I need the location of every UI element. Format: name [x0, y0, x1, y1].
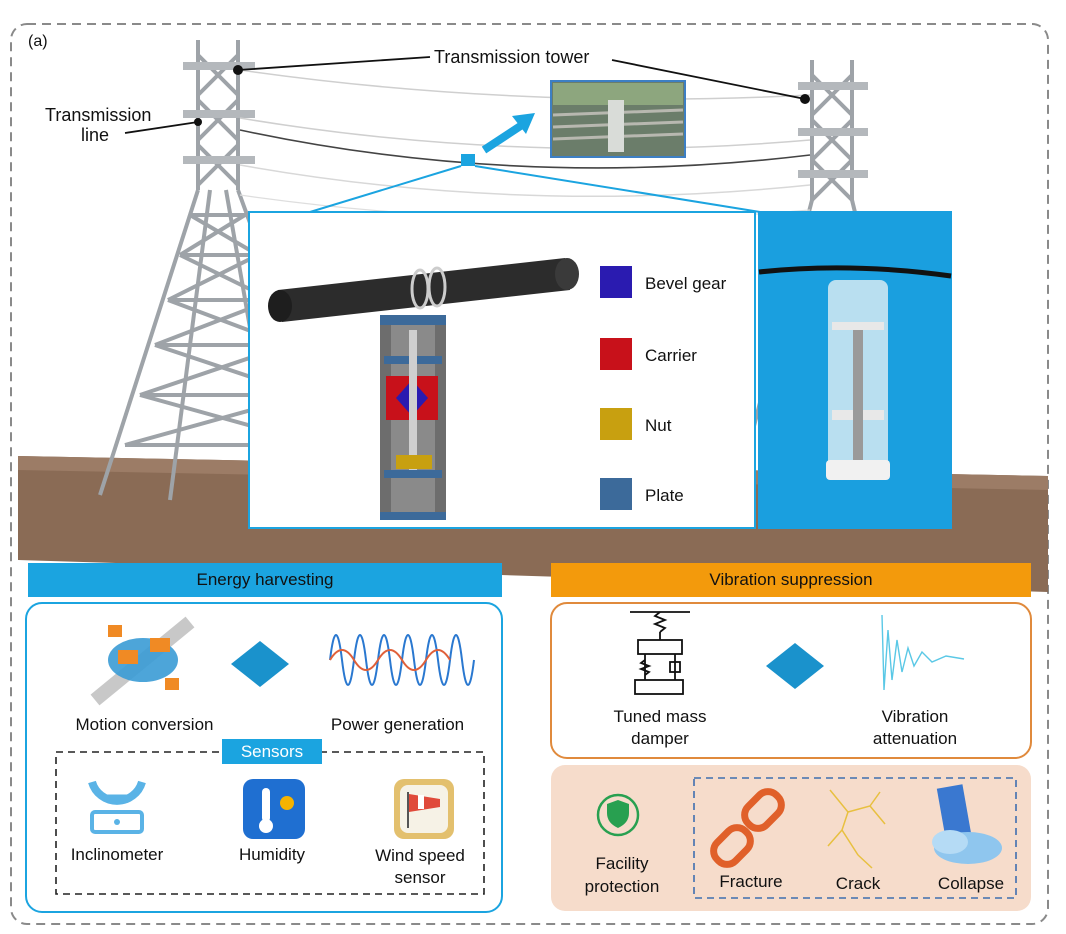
transmission-tower-label: Transmission tower	[434, 47, 590, 67]
collapse-label: Collapse	[937, 874, 1005, 893]
windsock-icon	[394, 779, 454, 839]
legend-swatch-nut	[600, 408, 632, 440]
motion-conversion-label: Motion conversion	[75, 715, 214, 734]
crack-icon	[827, 789, 886, 869]
panel-label: (a)	[28, 33, 48, 50]
legend-swatch-bevel-gear	[600, 266, 632, 298]
legend-label-bevel-gear: Bevel gear	[645, 274, 727, 293]
legend-swatch-plate	[600, 478, 632, 510]
vibration-suppression-title: Vibration suppression	[551, 563, 1031, 597]
damper-cad	[380, 315, 446, 520]
fracture-icon	[710, 788, 785, 868]
damper-marker	[461, 154, 475, 166]
power-generation-icon	[329, 634, 475, 686]
facility-protection-label: Facility protection	[584, 854, 660, 896]
wind-speed-sensor-label: Wind speed sensor	[375, 846, 465, 887]
inclinometer-label: Inclinometer	[70, 845, 164, 864]
transmission-lines	[239, 69, 811, 221]
power-generation-label: Power generation	[330, 715, 465, 734]
sensors-title: Sensors	[222, 739, 322, 764]
tuned-mass-damper-icon	[630, 611, 690, 695]
cad-inset	[248, 211, 756, 529]
left-tower-arms	[183, 62, 255, 164]
diamond-icon-2	[766, 643, 824, 689]
protection-box	[551, 765, 1031, 911]
energy-harvesting-title: Energy harvesting	[28, 563, 502, 597]
fracture-label: Fracture	[719, 872, 783, 891]
tuned-mass-damper-label: Tuned mass damper	[613, 707, 707, 748]
vibration-attenuation-label: Vibration attenuation	[872, 707, 958, 748]
vibration-attenuation-icon	[881, 614, 965, 691]
legend-label-plate: Plate	[645, 486, 684, 505]
sensors-box	[55, 751, 485, 895]
legend-label-carrier: Carrier	[645, 346, 697, 365]
cable-pipe	[268, 258, 579, 322]
transmission-line-label: Transmission line	[45, 105, 152, 145]
outer-frame	[10, 23, 1049, 925]
shield-icon	[596, 793, 640, 837]
legend-swatch-carrier	[600, 338, 632, 370]
collapse-icon	[932, 784, 1002, 864]
crack-label: Crack	[835, 874, 881, 893]
motion-conversion-icon	[90, 616, 195, 706]
inclinometer-icon	[88, 780, 146, 834]
humidity-label: Humidity	[238, 845, 306, 864]
diamond-icon	[231, 641, 289, 687]
failure-box	[693, 777, 1017, 899]
humidity-icon	[243, 779, 305, 839]
legend-label-nut: Nut	[645, 416, 672, 435]
